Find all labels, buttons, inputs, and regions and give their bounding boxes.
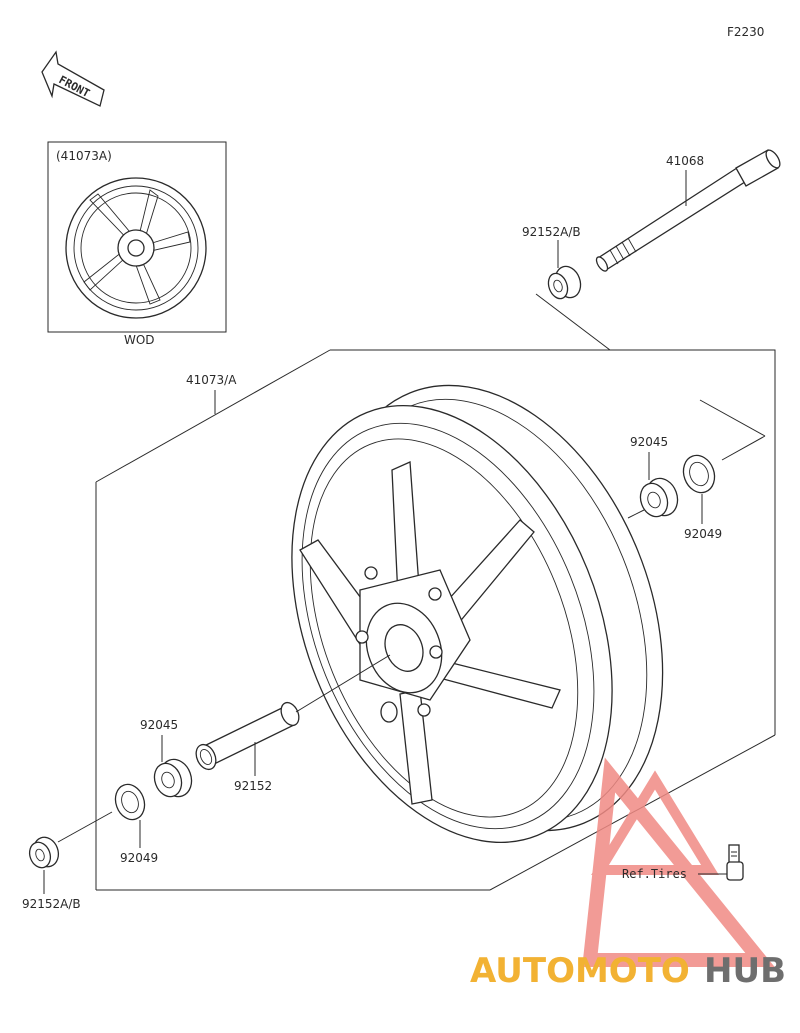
watermark-text: AUTOMOTO HUB — [470, 951, 786, 991]
axle-41068 — [595, 149, 781, 272]
label-bearing-right: 92045 — [630, 435, 668, 449]
label-seal-left: 92049 — [120, 851, 158, 865]
valve-stem-icon — [726, 844, 744, 881]
watermark-part1: AUTOMOTO — [470, 951, 690, 991]
spacer-92152 — [195, 701, 300, 771]
collar-top — [547, 265, 582, 300]
seal-right — [682, 454, 716, 494]
inset-wheel-icon — [65, 177, 207, 319]
label-spacer: 92152 — [234, 779, 272, 793]
label-collar-top: 92152A/B — [522, 225, 581, 239]
watermark-part2: HUB — [704, 951, 786, 991]
label-collar-left: 92152A/B — [22, 897, 81, 911]
inset-caption: WOD — [124, 333, 155, 347]
inset-wheel-variant: (41073A) WOD — [47, 141, 227, 347]
label-bearing-left: 92045 — [140, 718, 178, 732]
front-arrow-icon: FRONT — [41, 50, 105, 107]
label-axle: 41068 — [666, 154, 704, 168]
bearing-right — [639, 477, 679, 518]
collar-left — [28, 836, 60, 869]
watermark-logo-icon — [582, 757, 775, 967]
main-wheel — [291, 384, 664, 844]
label-wheel-assembly: 41073/A — [186, 373, 237, 387]
label-ref-tires: Ref.Tires — [622, 867, 687, 881]
seal-left — [114, 783, 146, 821]
inset-part-label: (41073A) — [56, 149, 112, 163]
figure-code: F2230 — [727, 25, 764, 39]
label-seal-right: 92049 — [684, 527, 722, 541]
bearing-left — [153, 758, 193, 798]
